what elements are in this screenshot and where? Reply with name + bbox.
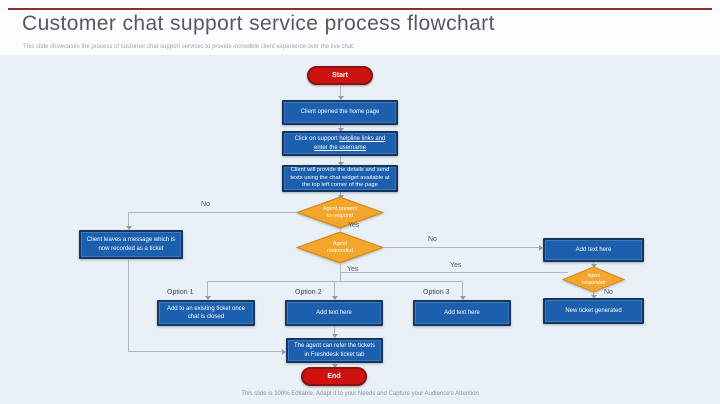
- process-new-ticket-text: New ticket generated: [565, 307, 622, 314]
- process-refer-freshdesk: The agent can refer the tickets in Fresh…: [286, 338, 383, 363]
- process-option3: Add text here: [413, 300, 511, 326]
- decision1-line1: Agent present: [322, 205, 358, 212]
- label-option-3: Option 3: [423, 289, 450, 296]
- label-no-2: No: [428, 236, 437, 243]
- start-node: Start: [307, 66, 373, 85]
- label-no-3: No: [604, 289, 613, 296]
- decision2-line1: Agent: [332, 240, 348, 247]
- label-option-2: Option 2: [295, 289, 322, 296]
- connector-refer-to-end: [331, 363, 338, 368]
- connector-left-to-refer: [128, 348, 286, 355]
- connector-start-to-home: [337, 85, 344, 100]
- connector-decision1-yes: [340, 229, 341, 231]
- label-yes-3: Yes: [450, 262, 462, 269]
- page-title: Customer chat support service process fl…: [22, 12, 495, 35]
- connector-option2-to-refer: [331, 326, 338, 338]
- connector-widget-to-decision1: [337, 192, 344, 199]
- connector-leftbox-down: [128, 259, 129, 351]
- process-option2-text: Add text here: [316, 309, 352, 316]
- decision3-line1: Agent: [586, 273, 601, 280]
- process-option3-text: Add text here: [444, 309, 480, 316]
- connector-support-to-widget: [337, 156, 344, 166]
- process-new-ticket: New ticket generated: [543, 298, 644, 324]
- decision2-line2: responded: [327, 247, 353, 254]
- diamond-shape: [296, 196, 384, 229]
- decision-agent-present-text: Agent present to respond: [296, 196, 384, 229]
- connector-decision3-yes: [340, 272, 568, 273]
- process-refer-freshdesk-text: The agent can refer the tickets in Fresh…: [293, 343, 376, 358]
- connector-to-option1: [204, 281, 211, 300]
- start-label: Start: [332, 72, 348, 79]
- support-prefix-text: Click on support: [294, 136, 340, 143]
- connector-addtext-to-decision3: [590, 262, 597, 268]
- decision1-line2: to respond: [327, 212, 353, 219]
- slide-subtitle: This slide showcases the process of cust…: [23, 44, 355, 50]
- decision-agent-responded-text: Agent responded: [296, 231, 384, 264]
- end-label: End: [327, 373, 341, 380]
- label-no-1: No: [201, 201, 210, 208]
- connector-to-option2: [331, 281, 338, 300]
- label-yes-1: Yes: [348, 222, 360, 229]
- decision-agent-present: Agent present to respond: [296, 196, 384, 229]
- connector-decision2-yes: [340, 264, 341, 281]
- connector-home-to-support: [337, 125, 344, 132]
- process-support-link-text: Click on support helpline links and ente…: [288, 135, 392, 151]
- decision-agent-responded-2: Agent responded: [562, 266, 625, 293]
- decision3-line2: responded: [581, 279, 606, 286]
- connector-decision3-no: [590, 293, 597, 299]
- diamond-shape: [296, 231, 384, 264]
- process-chat-widget-text: Client will provide the details and send…: [290, 166, 390, 189]
- end-node: End: [301, 367, 367, 386]
- support-helpline-link[interactable]: helpline links and enter the username: [313, 136, 386, 151]
- decision-agent-responded: Agent responded: [296, 231, 384, 264]
- process-option2: Add text here: [285, 300, 383, 326]
- process-chat-widget: Client will provide the details and send…: [282, 165, 398, 192]
- process-home-page-text: Client opened the home page: [300, 109, 380, 116]
- connector-no-to-leftbox: [125, 212, 132, 230]
- process-home-page: Client opened the home page: [282, 100, 398, 125]
- connector-decision1-no: [128, 212, 296, 213]
- process-message-ticket: Client leaves a message which is now rec…: [79, 230, 183, 259]
- connector-decision2-no: [384, 244, 543, 251]
- process-add-text-right-text: Add text here: [575, 246, 612, 253]
- process-support-link: Click on support helpline links and ente…: [282, 131, 398, 156]
- label-option-1: Option 1: [167, 289, 194, 296]
- process-message-ticket-text: Client leaves a message which is now rec…: [86, 237, 176, 252]
- label-yes-2: Yes: [347, 266, 359, 273]
- diamond-shape: [562, 266, 625, 293]
- slide-footer: This slide is 100% Editable. Adapt it to…: [241, 391, 479, 397]
- process-option1: Add to an existing ticket once chat is c…: [157, 300, 255, 326]
- process-option1-text: Add to an existing ticket once chat is c…: [166, 305, 246, 320]
- decision-agent-responded-2-text: Agent responded: [562, 266, 625, 293]
- top-accent-line: [8, 8, 712, 10]
- process-add-text-right: Add text here: [543, 238, 644, 262]
- connector-to-option3: [459, 281, 466, 300]
